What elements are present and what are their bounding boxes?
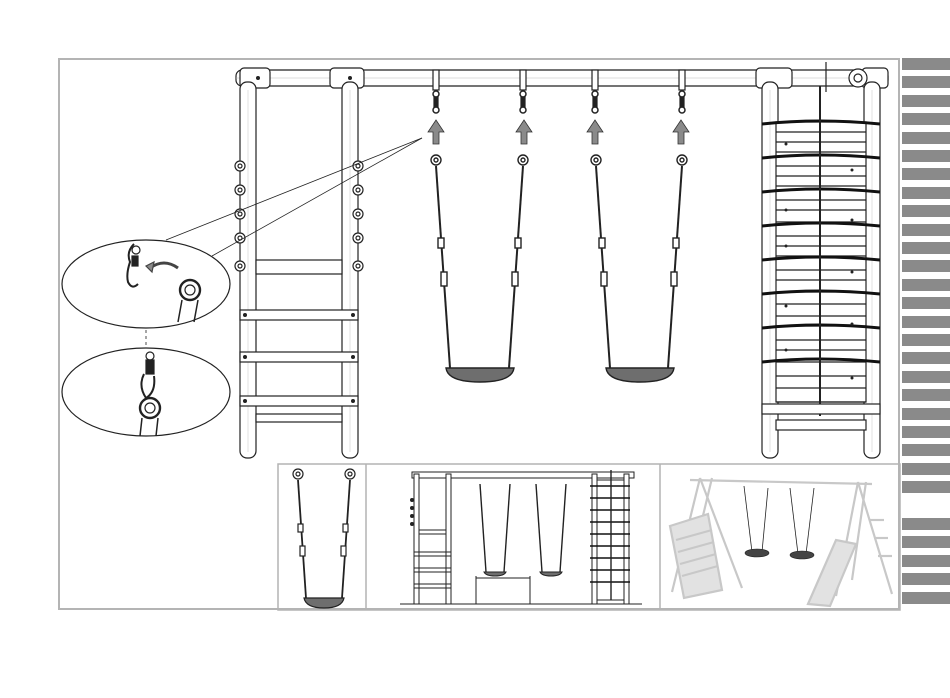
- up-arrow-icon: [428, 120, 689, 144]
- chapter-tab[interactable]: [902, 536, 950, 548]
- chapter-tab[interactable]: [902, 297, 950, 309]
- chapter-tab[interactable]: [902, 389, 950, 401]
- chapter-tab[interactable]: [902, 150, 950, 162]
- perspective-view: [670, 478, 892, 606]
- chapter-tab[interactable]: [902, 463, 950, 475]
- chapter-tab[interactable]: [902, 187, 950, 199]
- chapter-tab[interactable]: [902, 132, 950, 144]
- chapter-tab[interactable]: [902, 500, 950, 516]
- detail-hook-attach: [62, 240, 230, 328]
- chapter-tab[interactable]: [902, 113, 950, 125]
- chapter-tab[interactable]: [902, 279, 950, 291]
- chapter-tab[interactable]: [902, 573, 950, 585]
- main-assembly: [235, 62, 888, 458]
- chapter-tab[interactable]: [902, 518, 950, 530]
- chapter-tab[interactable]: [902, 592, 950, 604]
- chapter-tab[interactable]: [902, 58, 950, 70]
- detail-hook-closed: [62, 348, 230, 436]
- chapter-tab[interactable]: [902, 555, 950, 567]
- chapter-tab[interactable]: [902, 426, 950, 438]
- chapter-tab[interactable]: [902, 260, 950, 272]
- chapter-tab[interactable]: [902, 481, 950, 493]
- chapter-tab[interactable]: [902, 408, 950, 420]
- chapter-tab[interactable]: [902, 316, 950, 328]
- chapter-tab[interactable]: [902, 76, 950, 88]
- bottom-panels-borders: [278, 464, 900, 610]
- chapter-tab[interactable]: [902, 444, 950, 456]
- swing-detail: [293, 469, 355, 608]
- chapter-tabs[interactable]: [902, 58, 950, 610]
- chapter-tab[interactable]: [902, 242, 950, 254]
- chapter-tab[interactable]: [902, 205, 950, 217]
- chapter-tab[interactable]: [902, 95, 950, 107]
- chapter-tab[interactable]: [902, 224, 950, 236]
- swing-seats: [431, 155, 687, 382]
- front-view: [400, 470, 642, 604]
- chapter-tab[interactable]: [902, 371, 950, 383]
- chapter-tab[interactable]: [902, 352, 950, 364]
- chapter-tab[interactable]: [902, 168, 950, 180]
- chapter-tab[interactable]: [902, 334, 950, 346]
